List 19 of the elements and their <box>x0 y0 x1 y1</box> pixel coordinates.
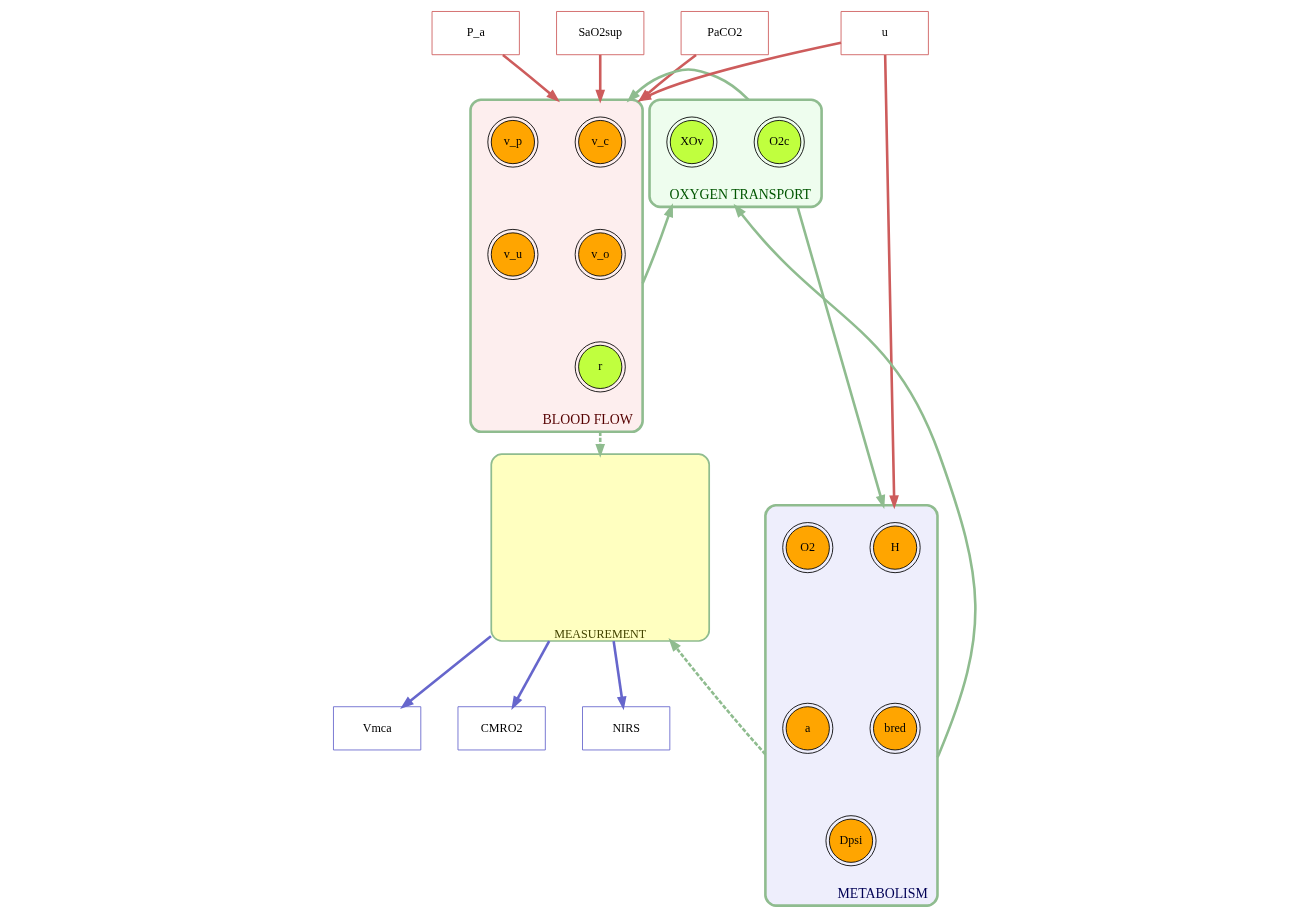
arrow <box>594 54 605 104</box>
node-box: CMRO2 <box>457 706 546 751</box>
node-box: Vmca <box>332 706 421 751</box>
arrow <box>733 203 977 758</box>
arrow <box>501 54 560 103</box>
node-box: SaO2sup <box>555 11 644 56</box>
arrow <box>640 203 673 285</box>
arrow <box>611 640 626 711</box>
arrow <box>883 55 899 510</box>
node-box: MEASUREMENT <box>489 453 710 642</box>
arrow <box>510 640 550 710</box>
node-box: P_a <box>431 11 520 56</box>
node-box: NIRS <box>581 706 670 751</box>
node-box: u <box>840 11 929 56</box>
arrow <box>668 637 766 756</box>
arrow <box>795 206 885 509</box>
node-box: PaCO2 <box>680 11 769 56</box>
arrow <box>399 635 492 710</box>
arrow <box>594 431 605 458</box>
